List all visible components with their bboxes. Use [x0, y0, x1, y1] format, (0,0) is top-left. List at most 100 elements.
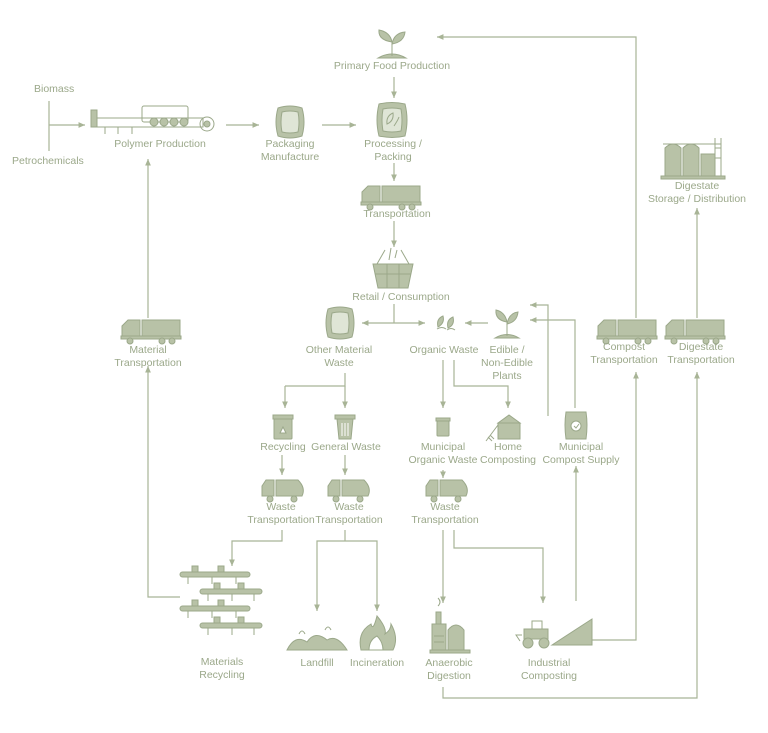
- node-landfill: Landfill: [300, 657, 333, 670]
- node-digestate-storage: Digestate Storage / Distribution: [648, 180, 746, 206]
- node-primary-food-production: Primary Food Production: [334, 60, 450, 73]
- processed-pack-icon: [376, 102, 408, 138]
- node-compost-transportation: Compost Transportation: [590, 341, 657, 367]
- node-materials-recycling: Materials Recycling: [199, 656, 245, 682]
- node-label-line: Waste: [430, 501, 460, 513]
- node-label-line: Transportation: [363, 208, 431, 220]
- arrow-to-incineration: [345, 540, 380, 611]
- truck-icon: [360, 185, 422, 211]
- fire-icon: [359, 614, 397, 651]
- node-general-waste: General Waste: [311, 441, 381, 454]
- arrow-compost-to-primary: [437, 34, 637, 318]
- node-label-line: Plants: [492, 370, 522, 382]
- extruder-icon: [90, 105, 215, 134]
- node-label-line: Municipal: [420, 441, 466, 453]
- node-label-line: Anaerobic: [425, 657, 473, 669]
- compost-bag-icon: [564, 411, 588, 440]
- landfill-icon: [286, 626, 348, 651]
- node-label-line: Compost Supply: [542, 454, 620, 466]
- node-label-line: Edible /: [489, 344, 525, 356]
- node-label-line: Composting: [520, 670, 578, 682]
- sprout-icon: [376, 29, 408, 59]
- node-label-line: Home: [493, 441, 522, 453]
- node-label-line: Materials: [200, 656, 244, 668]
- node-label-line: Waste: [324, 357, 354, 369]
- node-recycling: Recycling: [260, 441, 306, 454]
- node-incineration: Incineration: [350, 657, 404, 670]
- node-label-line: Other Material: [305, 344, 373, 356]
- node-label-line: Processing /: [364, 138, 422, 150]
- node-home-composting: Home Composting: [480, 441, 536, 467]
- truck-icon: [120, 319, 182, 345]
- node-biomass: Biomass: [34, 83, 74, 96]
- node-label-line: Digestate: [678, 341, 724, 353]
- other-material-split: [285, 373, 346, 387]
- waste-bin-icon: [334, 414, 356, 440]
- leaves-icon: [436, 315, 456, 331]
- node-waste-transportation-1: Waste Transportation: [247, 501, 314, 527]
- node-label-line: Waste: [334, 501, 364, 513]
- arrow-supply-to-plants: [530, 317, 576, 408]
- node-petrochemicals: Petrochemicals: [12, 155, 84, 168]
- node-label-line: Transportation: [114, 357, 182, 369]
- node-packaging-manufacture: Packaging Manufacture: [261, 138, 319, 164]
- garbage-truck-icon: [425, 479, 468, 503]
- arrow-to-home-composting: [453, 360, 511, 408]
- node-label-line: Biomass: [34, 83, 75, 95]
- node-edible-plants: Edible / Non-Edible Plants: [481, 344, 533, 383]
- node-municipal-organic-waste: Municipal Organic Waste: [408, 441, 477, 467]
- recycling-bin-icon: [272, 414, 294, 440]
- arrow-composting-to-compost-transport: [592, 372, 639, 641]
- node-other-material-waste: Other Material Waste: [306, 344, 373, 370]
- node-material-transportation: Material Transportation: [114, 344, 181, 370]
- node-anaerobic-digestion: Anaerobic Digestion: [425, 657, 472, 683]
- node-waste-transportation-3: Waste Transportation: [411, 501, 478, 527]
- node-label-line: Packing: [374, 151, 412, 163]
- arrow-home-to-plants: [530, 302, 549, 416]
- conveyor-icon: [179, 565, 263, 635]
- arrow-to-materials-recycling: [229, 530, 283, 566]
- node-label-line: Recycling: [199, 669, 245, 681]
- node-label-line: Manufacture: [260, 151, 320, 163]
- garbage-truck-icon: [261, 479, 304, 503]
- node-label-line: Transportation: [667, 354, 735, 366]
- node-municipal-compost-supply: Municipal Compost Supply: [542, 441, 619, 467]
- node-polymer-production: Polymer Production: [114, 138, 206, 151]
- node-label-line: Landfill: [300, 657, 334, 669]
- node-label-line: Compost: [602, 341, 645, 353]
- arrow-to-industrial-composting: [453, 530, 546, 603]
- node-label-line: Composting: [479, 454, 537, 466]
- node-waste-transportation-2: Waste Transportation: [315, 501, 382, 527]
- factory-icon: [429, 597, 471, 654]
- truck-icon: [596, 319, 658, 345]
- node-label-line: Retail / Consumption: [352, 291, 450, 303]
- node-label-line: Municipal: [558, 441, 604, 453]
- node-label-line: Packaging: [265, 138, 315, 150]
- compost-box-icon: [485, 414, 522, 442]
- garbage-truck-icon: [327, 479, 370, 503]
- package-bag-icon: [275, 105, 305, 139]
- node-label-line: Petrochemicals: [12, 155, 84, 167]
- node-label-line: General Waste: [311, 441, 381, 453]
- node-label-line: Digestate: [674, 180, 720, 192]
- node-label-line: Material: [129, 344, 167, 356]
- node-processing-packing: Processing / Packing: [364, 138, 422, 164]
- node-label-line: Recycling: [260, 441, 306, 453]
- node-label-line: Digestion: [427, 670, 471, 682]
- organic-bin-icon: [435, 417, 451, 437]
- arrow-to-landfill: [314, 540, 345, 611]
- node-retail-consumption: Retail / Consumption: [352, 291, 449, 304]
- tractor-icon: [515, 618, 593, 649]
- node-label-line: Organic Waste: [409, 344, 479, 356]
- node-label-line: Incineration: [349, 657, 405, 669]
- shopping-basket-icon: [372, 247, 414, 289]
- node-label-line: Organic Waste: [408, 454, 478, 466]
- sprout-icon: [493, 309, 521, 339]
- node-label-line: Transportation: [315, 514, 383, 526]
- node-digestate-transportation: Digestate Transportation: [667, 341, 734, 367]
- node-label-line: Non-Edible: [481, 357, 533, 369]
- node-label-line: Waste: [266, 501, 296, 513]
- node-label-line: Transportation: [590, 354, 658, 366]
- node-label-line: Transportation: [411, 514, 479, 526]
